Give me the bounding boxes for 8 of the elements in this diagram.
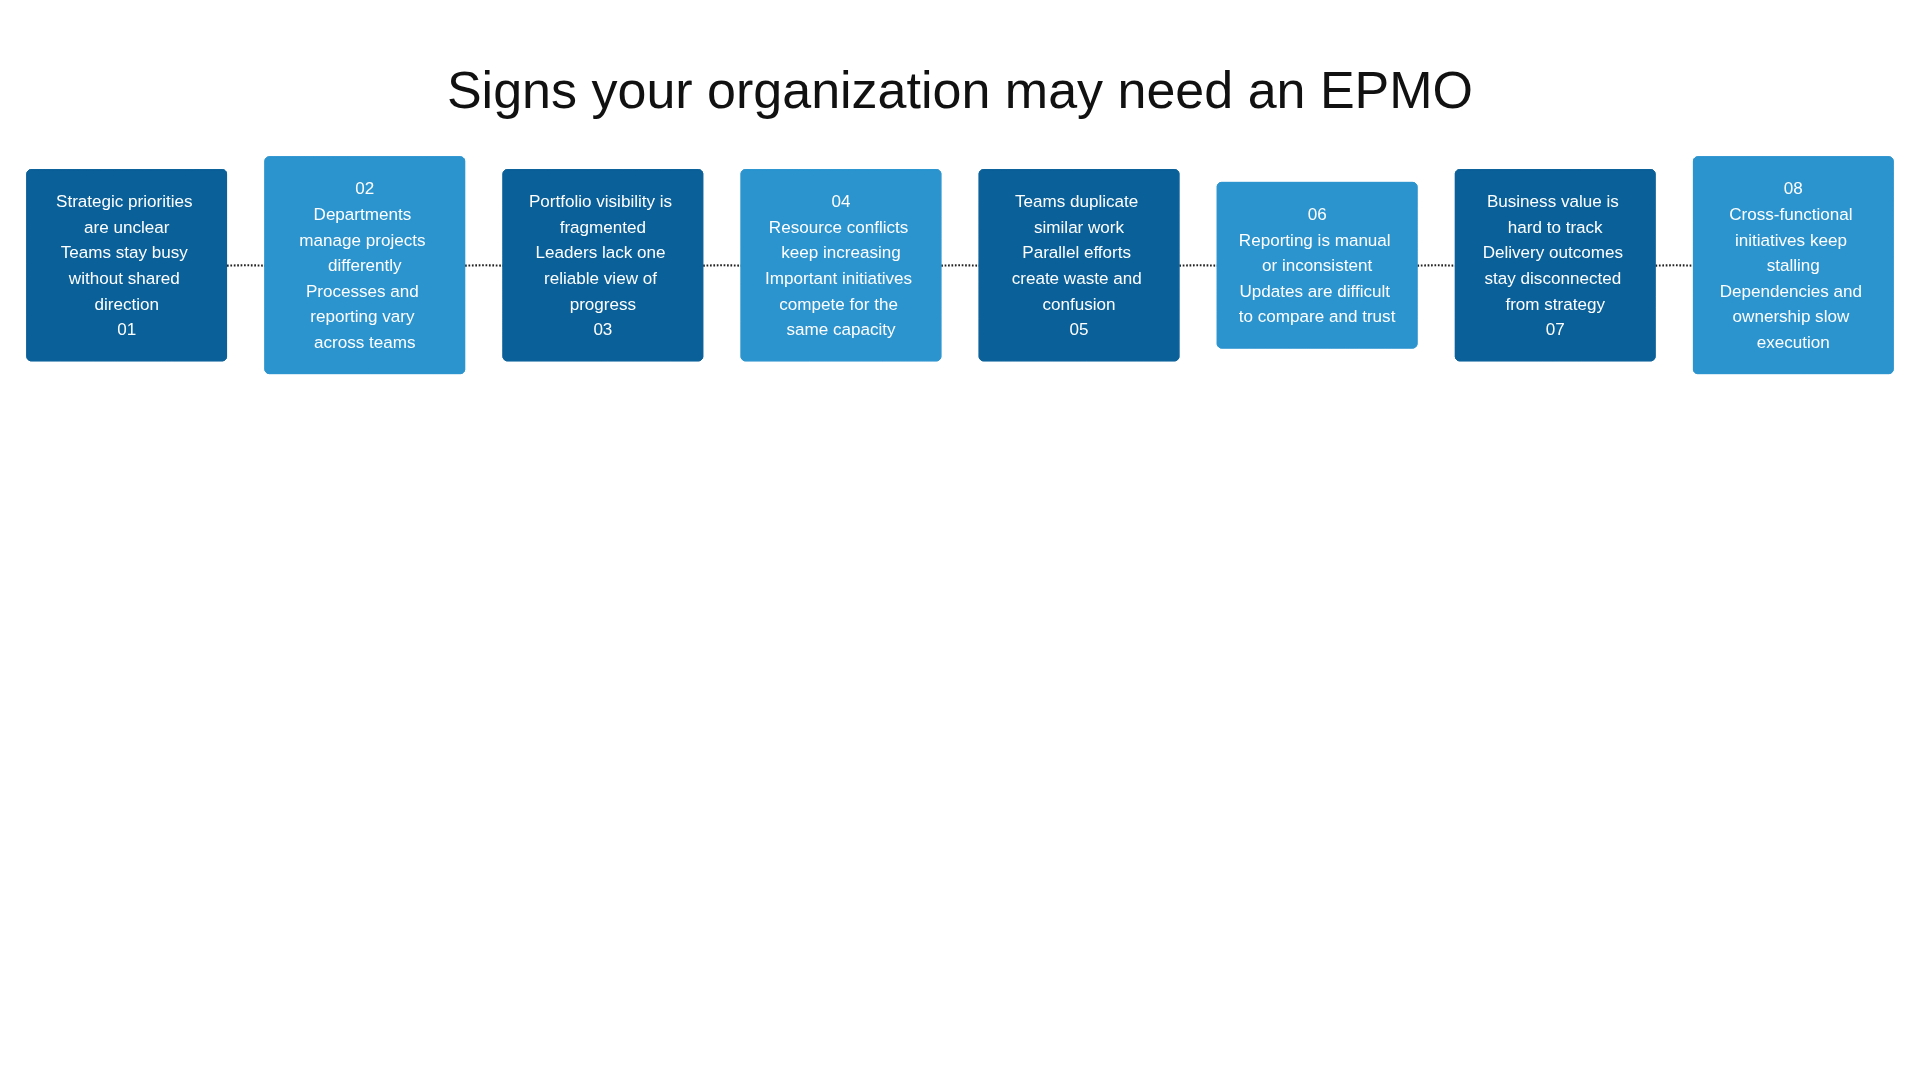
connector [1179,264,1218,267]
connector [1655,264,1694,267]
connector [226,264,266,267]
connector [703,264,742,267]
diagram-title: Signs your organization may need an EPMO [446,60,1474,120]
connector [465,264,504,267]
connector [941,264,980,267]
connector [1417,264,1456,267]
